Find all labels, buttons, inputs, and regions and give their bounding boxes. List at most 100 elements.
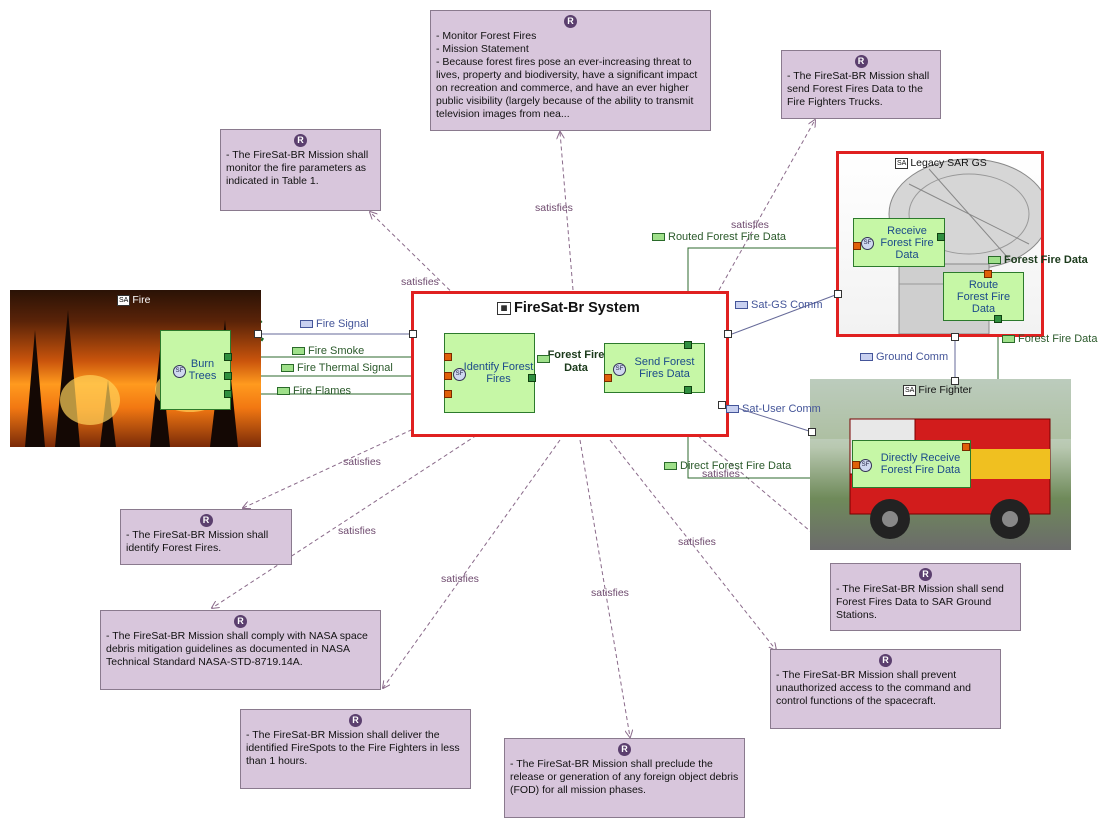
requirement-fod[interactable]: R - The FireSat-BR Mission shall preclud… — [504, 738, 745, 818]
gs-exchange-port — [834, 290, 842, 298]
requirement-send-to-sar[interactable]: R - The FireSat-BR Mission shall send Fo… — [830, 563, 1021, 631]
requirement-icon: R — [564, 15, 577, 28]
system-component-icon: ▦ — [497, 301, 511, 315]
system-exchange-port-user — [718, 401, 726, 409]
send-out-port-bottom — [684, 386, 692, 394]
burn-out-port-3 — [224, 390, 232, 398]
requirement-icon: R — [234, 615, 247, 628]
flow-forest-fire-data-1-label: Forest Fire Data — [988, 254, 1088, 266]
functional-exchange-icon — [281, 364, 294, 373]
function-burn-trees[interactable]: SF Burn Trees — [160, 330, 231, 410]
system-title: ▦FireSat-Br System — [497, 300, 640, 316]
requirement-text: - Monitor Forest Fires - Mission Stateme… — [436, 30, 698, 120]
exchange-sat-user-label: Sat-User Comm — [726, 403, 821, 415]
receive-in-port — [853, 242, 861, 250]
component-exchanges — [261, 293, 956, 433]
system-title-text: FireSat-Br System — [514, 300, 640, 316]
satisfies-label: satisfies — [401, 276, 439, 288]
fire-thermal-text: Fire Thermal Signal — [297, 362, 393, 374]
requirement-deliver-firespots[interactable]: R - The FireSat-BR Mission shall deliver… — [240, 709, 471, 789]
requirement-text: - The FireSat-BR Mission shall prevent u… — [776, 669, 971, 707]
system-function-icon: SF — [173, 365, 186, 378]
burn-out-port-2 — [224, 372, 232, 380]
flow-forest-fire-data-internal-label: Forest Fire Data — [537, 349, 607, 375]
requirement-text: - The FireSat-BR Mission shall preclude … — [510, 758, 739, 796]
requirement-unauthorized-access[interactable]: R - The FireSat-BR Mission shall prevent… — [770, 649, 1001, 729]
exchange-ground-label: Ground Comm — [860, 351, 948, 363]
fire-flames-text: Fire Flames — [293, 385, 352, 397]
system-function-icon: SF — [453, 368, 466, 381]
send-forest-fires-data-label: Send Forest Fires Data — [634, 356, 695, 380]
fire-smoke-text: Fire Smoke — [308, 345, 365, 357]
satisfies-label: satisfies — [731, 219, 769, 231]
flow-fire-smoke-label: Fire Smoke — [292, 345, 364, 357]
functional-exchange-icon — [988, 256, 1001, 265]
fire-title-text: Fire — [132, 294, 151, 306]
function-route-forest-fire-data[interactable]: Route Forest Fire Data — [943, 272, 1024, 321]
requirement-icon: R — [618, 743, 631, 756]
legacy-sar-gs-title-text: Legacy SAR GS — [910, 157, 987, 169]
function-send-forest-fires-data[interactable]: SF Send Forest Fires Data — [604, 343, 705, 393]
identify-out-port — [528, 374, 536, 382]
functional-exchange-icon — [537, 355, 550, 363]
receive-forest-fire-data-label: Receive Forest Fire Data — [880, 224, 934, 261]
fighter-ground-port — [951, 377, 959, 385]
function-receive-forest-fire-data[interactable]: SF Receive Forest Fire Data — [853, 218, 945, 267]
functional-exchange-icon — [1002, 335, 1015, 344]
requirement-monitor-forest-fires[interactable]: R - Monitor Forest Fires - Mission State… — [430, 10, 711, 131]
requirement-icon: R — [294, 134, 307, 147]
satisfies-label: satisfies — [338, 525, 376, 537]
function-directly-receive-forest-fire-data[interactable]: SF Directly Receive Forest Fire Data — [852, 440, 971, 488]
requirement-icon: R — [919, 568, 932, 581]
fire-fighter-title-text: Fire Fighter — [918, 384, 973, 396]
sa-actor-icon: SA — [117, 294, 131, 306]
component-exchange-icon — [300, 320, 313, 329]
satisfies-label: satisfies — [343, 456, 381, 468]
fire-exchange-port — [254, 330, 262, 338]
flow-direct-label: Direct Forest Fire Data — [664, 460, 791, 472]
functional-exchange-icon — [292, 347, 305, 356]
identify-forest-fires-label: Identify Forest Fires — [463, 361, 534, 385]
ground-text: Ground Comm — [876, 351, 949, 363]
burn-out-port-1 — [224, 353, 232, 361]
direct-text: Direct Forest Fire Data — [680, 460, 792, 472]
requirement-text: - The FireSat-BR Mission shall monitor t… — [226, 149, 369, 187]
system-function-icon: SF — [613, 363, 626, 376]
requirement-monitor-parameters[interactable]: R - The FireSat-BR Mission shall monitor… — [220, 129, 381, 211]
identify-in-port-1 — [444, 353, 452, 361]
routed-text: Routed Forest Fire Data — [668, 231, 786, 243]
functional-exchange-icon — [277, 387, 290, 396]
exchange-fire-signal-label: Fire Signal — [300, 318, 369, 330]
flow-forest-fire-data-2-label: Forest Fire Data — [1002, 333, 1097, 345]
sat-user-text: Sat-User Comm — [742, 403, 821, 415]
direct-receive-in-port — [852, 461, 860, 469]
requirement-icon: R — [199, 514, 213, 527]
satisfies-label: satisfies — [441, 573, 479, 585]
requirement-send-to-trucks[interactable]: R - The FireSat-BR Mission shall send Fo… — [781, 50, 941, 119]
send-out-port-top — [684, 341, 692, 349]
exchange-sat-gs-label: Sat-GS Comm — [735, 299, 823, 311]
route-in-port — [984, 270, 992, 278]
requirement-identify[interactable]: R - The FireSat-BR Mission shall identif… — [120, 509, 292, 565]
requirement-text: - The FireSat-BR Mission shall deliver t… — [246, 729, 460, 767]
requirement-text: - The FireSat-BR Mission shall send Fore… — [787, 70, 930, 108]
requirement-space-debris[interactable]: R - The FireSat-BR Mission shall comply … — [100, 610, 381, 690]
gs-ground-port — [951, 333, 959, 341]
fire-signal-text: Fire Signal — [316, 318, 369, 330]
component-exchange-icon — [860, 353, 873, 362]
burn-trees-label: Burn Trees — [188, 358, 217, 382]
receive-out-port — [937, 233, 945, 241]
forest-fire-data-internal-text: Forest Fire Data — [547, 349, 605, 374]
requirement-text: - The FireSat-BR Mission shall comply wi… — [106, 630, 368, 668]
identify-in-port-2 — [444, 372, 452, 380]
satisfies-label: satisfies — [702, 468, 740, 480]
directly-receive-forest-fire-data-label: Directly Receive Forest Fire Data — [880, 452, 961, 476]
requirement-icon: R — [854, 55, 868, 68]
fighter-exchange-port — [808, 428, 816, 436]
function-identify-forest-fires[interactable]: SF Identify Forest Fires — [444, 333, 535, 413]
send-in-port — [604, 374, 612, 382]
sa-actor-icon: SA — [895, 157, 909, 169]
requirement-icon: R — [349, 714, 362, 727]
